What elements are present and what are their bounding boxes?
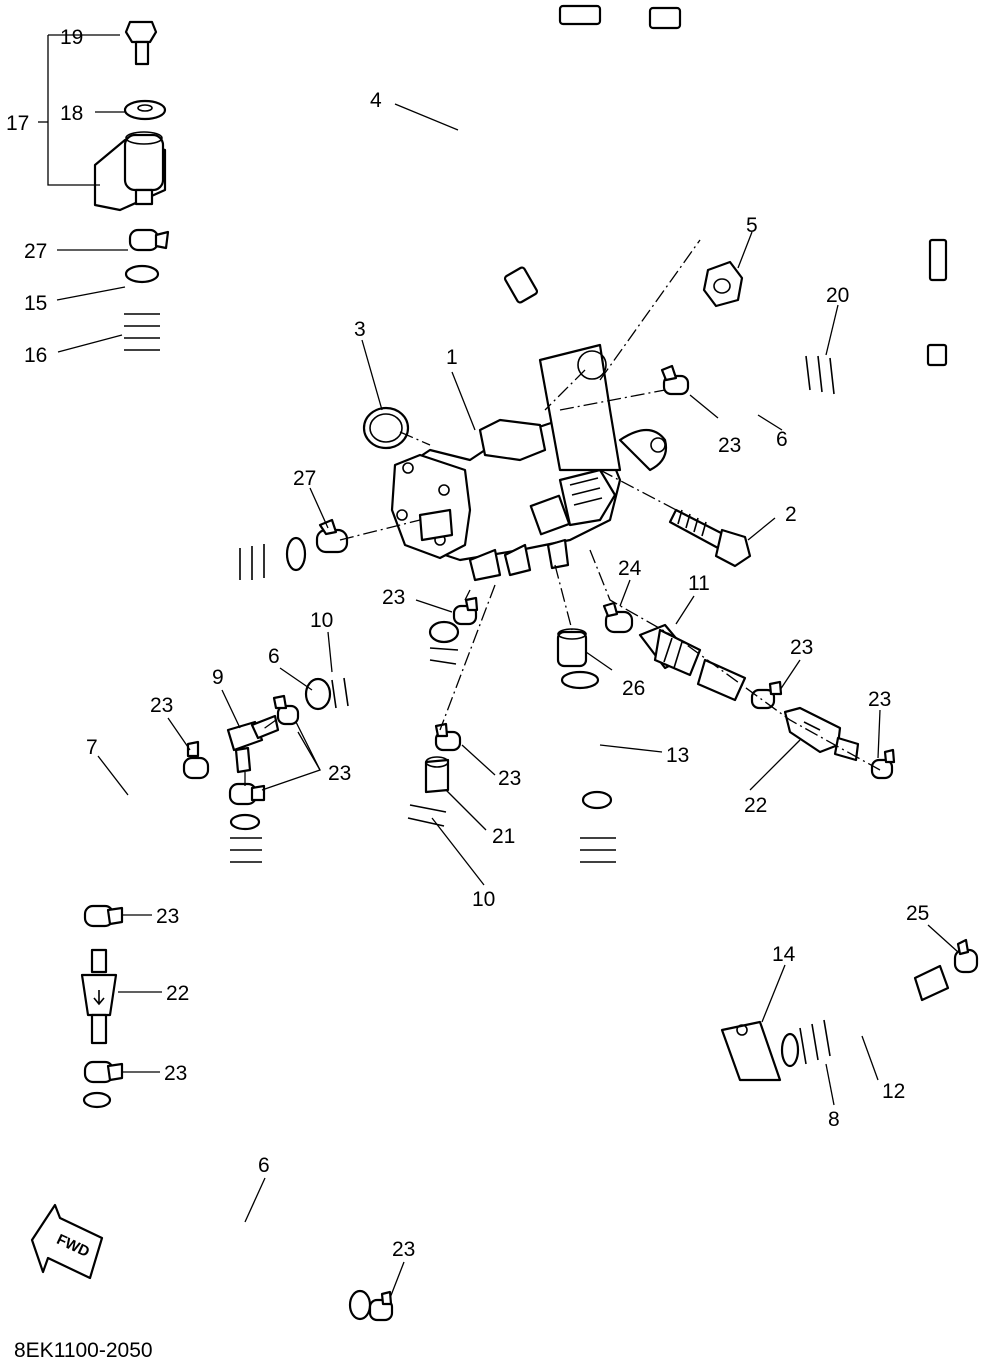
callout-23f: 23 [328,762,351,785]
joint-21 [407,756,450,827]
clip-23-bottom [348,1289,394,1322]
callout-20: 20 [826,284,849,307]
clip-23-mid [452,596,479,626]
cap-26 [556,628,588,668]
callout-21: 21 [492,825,515,848]
callout-7: 7 [86,736,98,759]
leader-lines [38,34,959,1299]
callout-6b: 6 [268,645,280,668]
clamp-14 [720,1020,782,1082]
callout-6c: 6 [258,1154,270,1177]
damper-17 [93,131,167,212]
callout-27b: 27 [293,467,316,490]
bolt-19 [124,20,158,66]
hose-7 [88,758,192,912]
callout-1: 1 [446,346,458,369]
callout-2: 2 [785,503,797,526]
grommet-8 [780,1019,831,1068]
callout-23c: 23 [150,694,173,717]
callout-23b: 23 [382,586,405,609]
clip-23-near-21 [434,722,462,752]
callout-5: 5 [746,214,758,237]
oil-pump-1 [390,343,668,582]
callout-23g: 23 [498,767,521,790]
hose-12 [818,988,917,1052]
callout-10b: 10 [472,888,495,911]
callout-15: 15 [24,292,47,315]
ends-10-lower [229,813,262,863]
callout-6: 6 [776,428,788,451]
check-valve-22-left [80,948,118,1045]
check-valve-22-right [783,706,860,762]
ends-10 [304,620,460,711]
callout-27: 27 [24,240,47,263]
diagram-code: 8EK1100-2050 [14,1339,153,1362]
callout-25: 25 [906,902,929,925]
clip-25 [913,938,979,1002]
callouts: 19 18 17 27 15 16 4 5 3 1 20 23 6 27 2 2… [6,26,929,1261]
clip-27-lower [315,518,349,554]
ribs-14 [580,790,616,863]
callout-18: 18 [60,102,83,125]
assembly-lines [244,239,881,788]
hose-16 [128,276,299,579]
hose-end-15 [124,264,160,284]
ribs-16-end [239,536,307,580]
callout-23h: 23 [156,905,179,928]
hose-13 [565,673,605,775]
hose-14 [583,795,815,1070]
callout-11: 11 [688,572,710,595]
callout-26: 26 [622,677,645,700]
callout-24: 24 [618,557,642,580]
clip-23-left-b [83,1060,124,1084]
callout-23e: 23 [868,688,891,711]
clip-27-upper [128,228,170,252]
clip-23-far-right [870,748,896,780]
callout-10: 10 [310,609,333,632]
callout-3: 3 [354,318,366,341]
callout-12: 12 [882,1080,905,1103]
callout-8: 8 [828,1108,840,1131]
hose-6-upper [699,361,811,391]
callout-23i: 23 [164,1062,187,1085]
nut-5 [702,260,744,308]
callout-22b: 22 [166,982,189,1005]
fwd-arrow-icon: FWD [30,1203,104,1280]
callout-14: 14 [772,943,796,966]
hose-10-lower [232,767,453,910]
callout-4: 4 [370,89,382,112]
clip-23-left-a [83,904,124,928]
ribs-16 [124,313,160,351]
clip-23-near-9b [272,694,300,726]
callout-23: 23 [718,434,741,457]
bolt-2 [668,508,752,568]
callout-19: 19 [60,26,83,49]
clip-23-near-9c [228,782,266,806]
hose-10-upper [313,638,457,705]
callout-13: 13 [666,744,689,767]
callout-16: 16 [24,344,47,367]
hose-6-lower [85,1088,367,1312]
clip-24 [602,601,634,634]
clip-23-near-11 [750,680,783,710]
ribs-20 [805,355,835,395]
hose-20 [786,359,946,809]
cable-4 [467,4,948,367]
clip-23-upper-right [660,364,690,396]
callout-23d: 23 [790,636,813,659]
clip-23-near-9a [182,740,210,780]
callout-23j: 23 [392,1238,415,1261]
fitting-11 [638,623,747,702]
washer-18 [123,99,167,121]
tee-fitting-9 [226,714,280,774]
callout-22: 22 [744,794,767,817]
callout-17: 17 [6,112,29,135]
callout-9: 9 [212,666,224,689]
